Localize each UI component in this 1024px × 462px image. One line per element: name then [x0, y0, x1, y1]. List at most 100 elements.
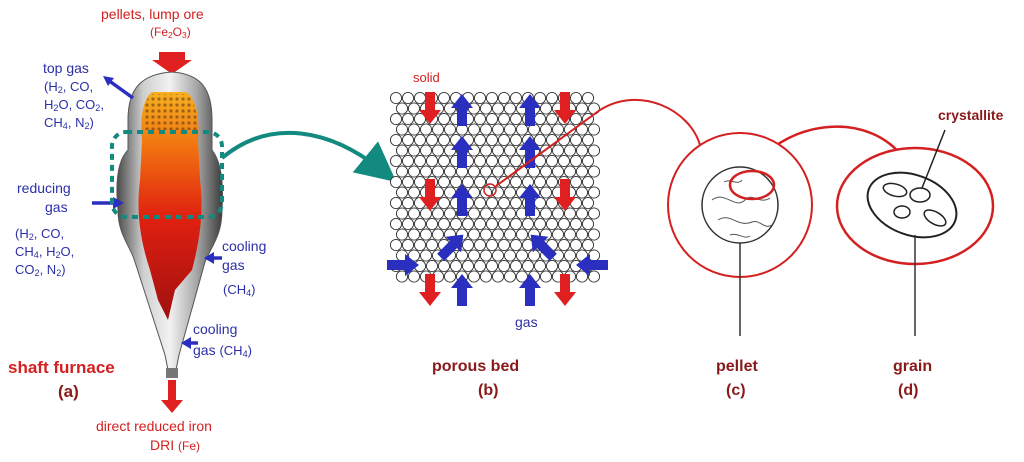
- bed-particle: [563, 228, 577, 241]
- pellet-body: [701, 166, 779, 244]
- bed-particle: [533, 112, 547, 126]
- bed-particle: [551, 123, 565, 136]
- bed-particle: [485, 112, 499, 126]
- bed-particle: [515, 228, 529, 241]
- bed-particle: [407, 228, 421, 241]
- bed-particle: [509, 133, 523, 147]
- bed-particle: [401, 112, 415, 126]
- bed-particle: [413, 238, 427, 252]
- bed-particle: [437, 154, 451, 168]
- bed-particle: [479, 228, 493, 241]
- bed-particle: [587, 207, 601, 220]
- gas-flow-arrow-icon: [519, 274, 541, 306]
- bed-particle: [515, 270, 529, 283]
- gas-diagonal-arrow-icon: [530, 234, 557, 261]
- bed-particle: [503, 228, 517, 241]
- bed-particle: [533, 217, 547, 231]
- bed-particle: [473, 259, 487, 273]
- furnace-input-formula: (Fe2O3): [150, 25, 191, 40]
- pellet-letter: (c): [726, 382, 746, 399]
- bed-particle: [509, 259, 523, 273]
- bed-particle: [437, 91, 451, 105]
- gas-diagonal-arrow-icon: [437, 234, 464, 261]
- bed-particle: [587, 123, 601, 136]
- bed-particle: [575, 207, 589, 220]
- bed-particle: [581, 196, 595, 210]
- bed-particle: [509, 91, 523, 105]
- bed-particle: [485, 238, 499, 252]
- bed-particle: [575, 102, 589, 115]
- solid-flow-arrow-icon: [419, 92, 441, 124]
- gas-flow-arrow-icon: [451, 184, 473, 216]
- bed-particle: [497, 154, 511, 168]
- bed-particle: [407, 123, 421, 136]
- bed-particle: [587, 144, 601, 157]
- bed-particle: [587, 186, 601, 199]
- furnace-output-label-1: direct reduced iron: [96, 418, 212, 434]
- bed-particle: [419, 165, 433, 178]
- bed-particle: [437, 196, 451, 210]
- gas-flow-arrow-icon: [519, 184, 541, 216]
- bed-particle: [533, 175, 547, 189]
- grain-letter: (d): [898, 382, 919, 399]
- bed-particle: [563, 123, 577, 136]
- bed-particle: [497, 217, 511, 231]
- bed-particle: [419, 123, 433, 136]
- bed-particle: [443, 270, 457, 283]
- bed-particle: [509, 112, 523, 126]
- shaft-furnace-title: shaft furnace: [8, 358, 115, 377]
- bed-particle: [443, 102, 457, 115]
- bed-particle: [407, 102, 421, 115]
- bed-particle: [539, 270, 553, 283]
- bed-particle: [575, 144, 589, 157]
- bed-particle: [497, 196, 511, 210]
- input-arrow-icon: [152, 52, 192, 74]
- bed-particle: [473, 175, 487, 189]
- crystallite-label: crystallite: [938, 107, 1004, 123]
- bed-particle: [581, 217, 595, 231]
- bed-particle: [575, 165, 589, 178]
- bed-particle: [473, 112, 487, 126]
- cooling-gas-1-label-2: gas: [222, 257, 245, 273]
- bed-particle: [431, 207, 445, 220]
- bed-particle: [557, 154, 571, 168]
- bed-particle: [557, 217, 571, 231]
- bed-particle: [467, 249, 481, 262]
- solid-flow-arrow-icon: [554, 92, 576, 124]
- bed-particle: [401, 196, 415, 210]
- bed-particle: [497, 91, 511, 105]
- top-gas-title: top gas: [43, 60, 89, 76]
- bed-particle: [413, 133, 427, 147]
- bed-particle: [467, 102, 481, 115]
- bed-particle: [551, 165, 565, 178]
- bed-particle: [569, 133, 583, 147]
- bed-particle: [509, 196, 523, 210]
- bed-particle: [473, 91, 487, 105]
- bed-particle: [503, 123, 517, 136]
- bed-particle: [461, 238, 475, 252]
- bed-particle: [515, 249, 529, 262]
- bed-particle: [413, 154, 427, 168]
- bed-particle: [503, 144, 517, 157]
- bed-particle: [413, 217, 427, 231]
- bed-particle: [545, 175, 559, 189]
- bed-particle: [395, 228, 409, 241]
- bed-particle: [491, 102, 505, 115]
- bed-particle: [389, 175, 403, 189]
- bed-particle: [491, 165, 505, 178]
- packed-sphere-bed: [387, 91, 608, 306]
- bed-particle: [467, 228, 481, 241]
- bed-particle: [395, 165, 409, 178]
- bed-particle: [425, 238, 439, 252]
- bed-particle: [389, 154, 403, 168]
- bed-particle: [425, 259, 439, 273]
- bed-particle: [533, 133, 547, 147]
- bed-particle: [539, 165, 553, 178]
- bed-particle: [497, 112, 511, 126]
- bed-particle: [419, 207, 433, 220]
- bed-particle: [401, 133, 415, 147]
- bed-particle: [545, 196, 559, 210]
- bed-particle: [503, 249, 517, 262]
- bed-particle: [557, 238, 571, 252]
- solid-flow-arrow-icon: [419, 274, 441, 306]
